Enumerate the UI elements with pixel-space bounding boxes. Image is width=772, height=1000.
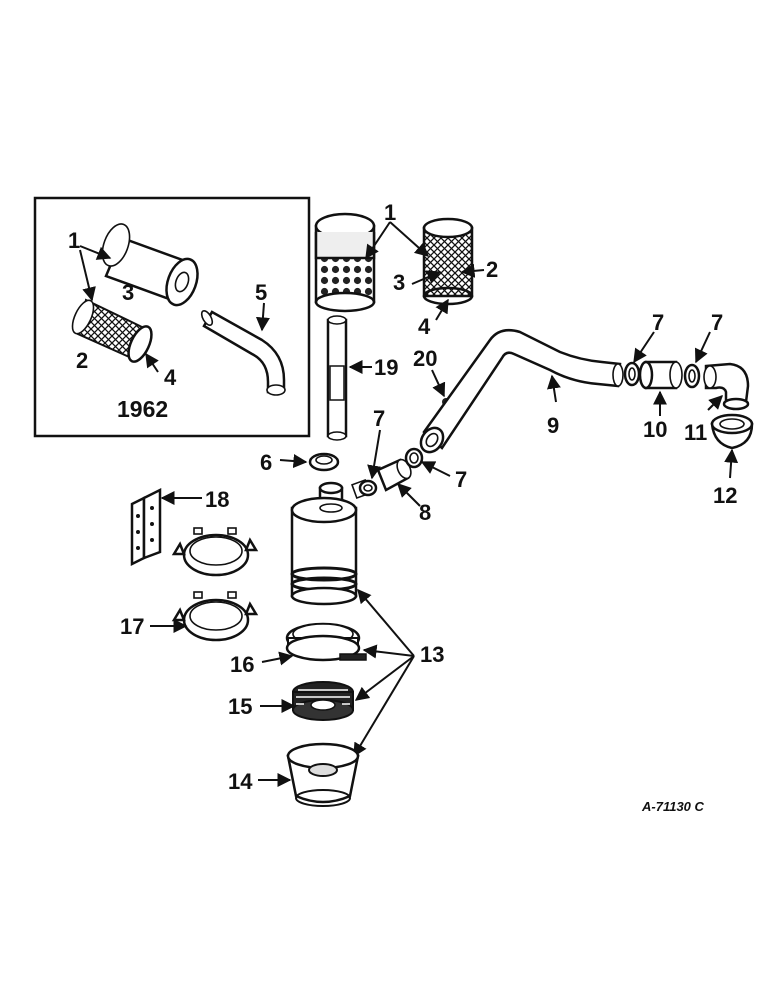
inset-callout-5: 5 xyxy=(255,280,267,305)
callout-6: 6 xyxy=(260,450,272,475)
leader-2 xyxy=(460,263,485,278)
inset-1962-panel: 1 3 2 4 5 1962 xyxy=(33,196,311,438)
rubber-hose xyxy=(638,360,683,390)
mesh-screen xyxy=(422,217,474,306)
callout-7a: 7 xyxy=(373,406,385,431)
callout-7d: 7 xyxy=(711,310,723,335)
callout-20: 20 xyxy=(413,346,437,371)
callout-2: 2 xyxy=(486,257,498,282)
inset-leader-1b xyxy=(79,249,96,302)
callout-10: 10 xyxy=(643,417,667,442)
elbow-fitting xyxy=(703,362,750,411)
intake-pipe xyxy=(419,329,624,454)
callout-9: 9 xyxy=(547,413,559,438)
small-clamp-left xyxy=(358,479,378,497)
leader-13a xyxy=(357,588,415,657)
inset-callout-1: 1 xyxy=(68,228,80,253)
callout-14: 14 xyxy=(228,769,253,794)
callout-12: 12 xyxy=(713,483,737,508)
callout-3: 3 xyxy=(393,270,405,295)
callout-19: 19 xyxy=(374,355,398,380)
callout-7b: 7 xyxy=(455,467,467,492)
lower-strap xyxy=(171,591,259,642)
leader-8 xyxy=(397,483,421,507)
leader-12 xyxy=(724,448,739,479)
inset-year-label: 1962 xyxy=(117,396,168,422)
callout-7c: 7 xyxy=(652,310,664,335)
leader-1a xyxy=(365,221,391,260)
leader-11 xyxy=(707,395,723,411)
leader-20 xyxy=(431,369,446,398)
small-clamp-right xyxy=(404,447,424,469)
inset-filter-element xyxy=(101,223,199,307)
retaining-band xyxy=(285,622,367,662)
callout-15: 15 xyxy=(228,694,252,719)
callout-16: 16 xyxy=(230,652,254,677)
inset-leader-5 xyxy=(255,302,270,332)
callout-1: 1 xyxy=(384,200,396,225)
hose-clamp xyxy=(308,452,340,472)
inset-callout-4: 4 xyxy=(164,365,177,390)
leader-6 xyxy=(279,454,308,469)
inset-mesh-screen xyxy=(71,298,153,363)
leader-7d xyxy=(694,331,711,364)
clamp-pipe-left xyxy=(623,361,641,387)
leader-3 xyxy=(411,270,442,285)
callout-11: 11 xyxy=(684,420,707,445)
leader-7a xyxy=(367,429,381,480)
leader-4 xyxy=(435,298,449,321)
drawing-code: A-71130 C xyxy=(641,799,705,814)
leader-13b xyxy=(362,644,415,659)
leader-1b xyxy=(389,221,430,257)
air-cleaner-body xyxy=(290,479,371,606)
leader-7b xyxy=(420,461,451,477)
callout-8: 8 xyxy=(419,500,431,525)
callout-13: 13 xyxy=(420,642,444,667)
baffle xyxy=(292,681,354,721)
leader-7c xyxy=(633,331,655,364)
inset-leader-4 xyxy=(145,352,159,373)
inset-callout-3: 3 xyxy=(122,280,134,305)
leader-13d xyxy=(353,655,415,758)
precleaner-cap xyxy=(710,413,754,450)
filter-element xyxy=(314,212,376,313)
leader-13c xyxy=(354,655,415,701)
oil-cup xyxy=(286,742,360,807)
inset-elbow-pipe xyxy=(200,309,286,396)
leader-9 xyxy=(546,374,561,403)
inner-tube xyxy=(326,315,348,441)
callout-4: 4 xyxy=(418,314,431,339)
callout-18: 18 xyxy=(205,487,229,512)
callout-17: 17 xyxy=(120,614,144,639)
clamp-pipe-right xyxy=(683,363,701,389)
leader-16 xyxy=(261,651,294,666)
upper-strap xyxy=(171,527,259,577)
inset-callout-2: 2 xyxy=(76,348,88,373)
inset-leader-1a xyxy=(79,245,112,260)
inset-frame xyxy=(33,196,311,438)
mounting-bracket xyxy=(130,487,162,567)
